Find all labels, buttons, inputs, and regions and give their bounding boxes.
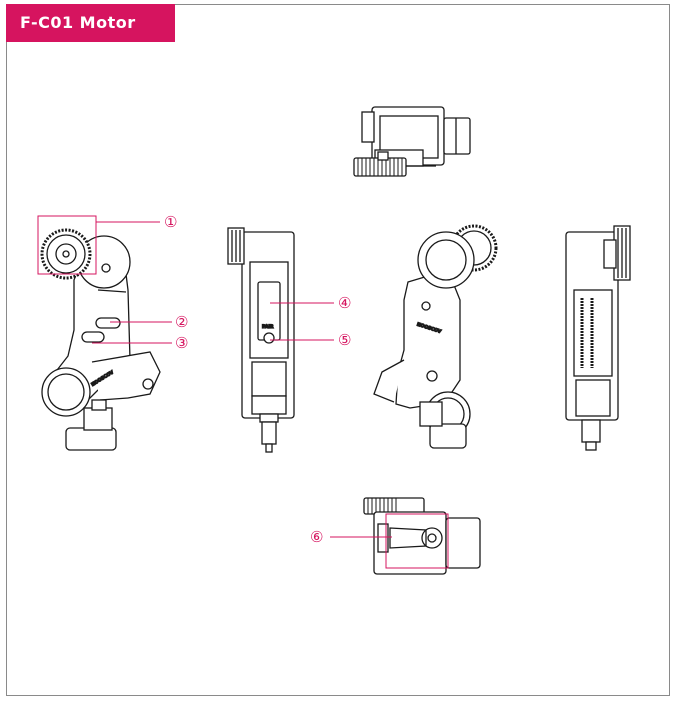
side-view-right <box>565 225 631 451</box>
top-view <box>353 106 471 177</box>
callout-1-label: ① <box>164 213 177 231</box>
gear-highlight-box <box>37 215 97 275</box>
callout-lines <box>92 221 392 538</box>
front-view-right: NOOSCOV <box>373 224 498 449</box>
callout-2-label: ② <box>175 313 188 331</box>
pair-label: PAIR <box>262 324 274 330</box>
front-view-left: NOOSCOV <box>40 228 161 451</box>
bottom-view <box>363 497 481 575</box>
callout-4-label: ④ <box>338 294 351 312</box>
side-view-pair: PAIR <box>227 227 295 453</box>
callout-6-label: ⑥ <box>310 528 323 546</box>
bottom-highlight-box <box>385 513 449 569</box>
page-title: F-C01 Motor <box>6 4 175 42</box>
callout-5-label: ⑤ <box>338 331 351 349</box>
callout-3-label: ③ <box>175 334 188 352</box>
